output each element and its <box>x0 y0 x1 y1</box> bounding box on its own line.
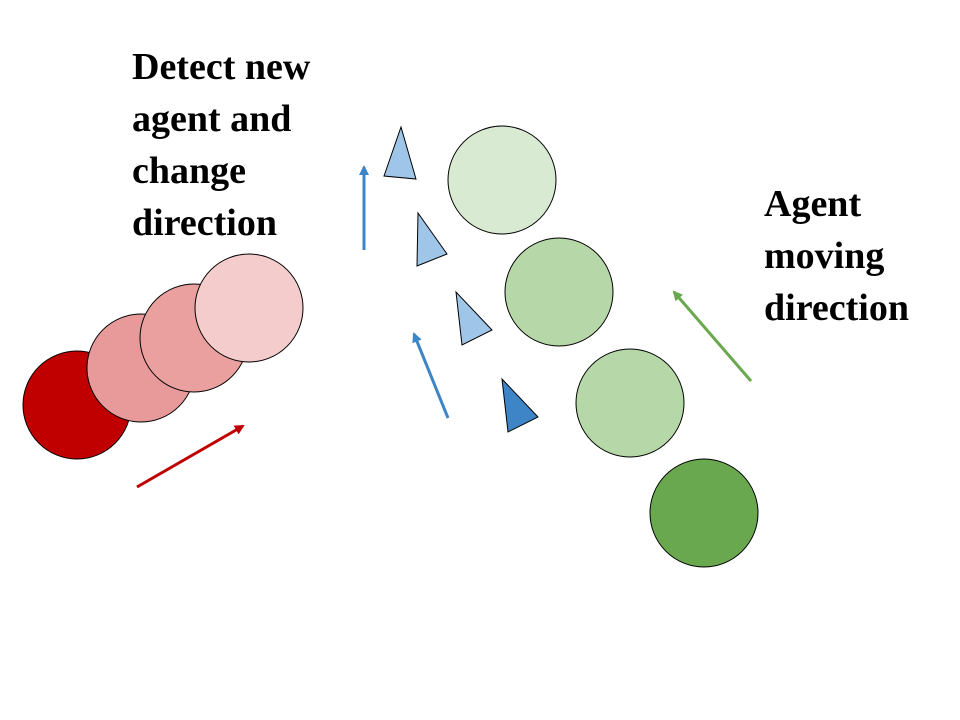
detect-label-line-2: agent and <box>132 98 292 140</box>
moving-label-line-3: direction <box>764 287 909 329</box>
moving-label-line-1: Agent <box>764 183 862 225</box>
blue-triangle-2 <box>416 211 448 267</box>
moving-label-line-2: moving <box>764 235 885 277</box>
detect-label-line-4: direction <box>132 202 277 244</box>
green-agent-circle-1 <box>447 125 557 235</box>
red-agent-circle-4 <box>194 253 304 363</box>
detect-label-line-1: Detect new <box>132 46 311 88</box>
blue-triangle-3 <box>455 290 493 346</box>
green-agent-circle-3 <box>575 348 685 458</box>
red-direction-arrow <box>136 424 245 489</box>
blue-triangle-1 <box>383 125 417 180</box>
green-agent-circle-2 <box>504 237 614 347</box>
detect-new-agent-label: Detect new agent and change direction <box>132 41 310 249</box>
agent-moving-direction-label: Agent moving direction <box>764 178 909 334</box>
blue-triangle-4 <box>501 377 539 433</box>
green-agent-circle-4 <box>649 458 759 568</box>
green-direction-arrow <box>672 290 753 382</box>
blue-diagonal-arrow <box>412 332 450 419</box>
detect-label-line-3: change <box>132 150 246 192</box>
